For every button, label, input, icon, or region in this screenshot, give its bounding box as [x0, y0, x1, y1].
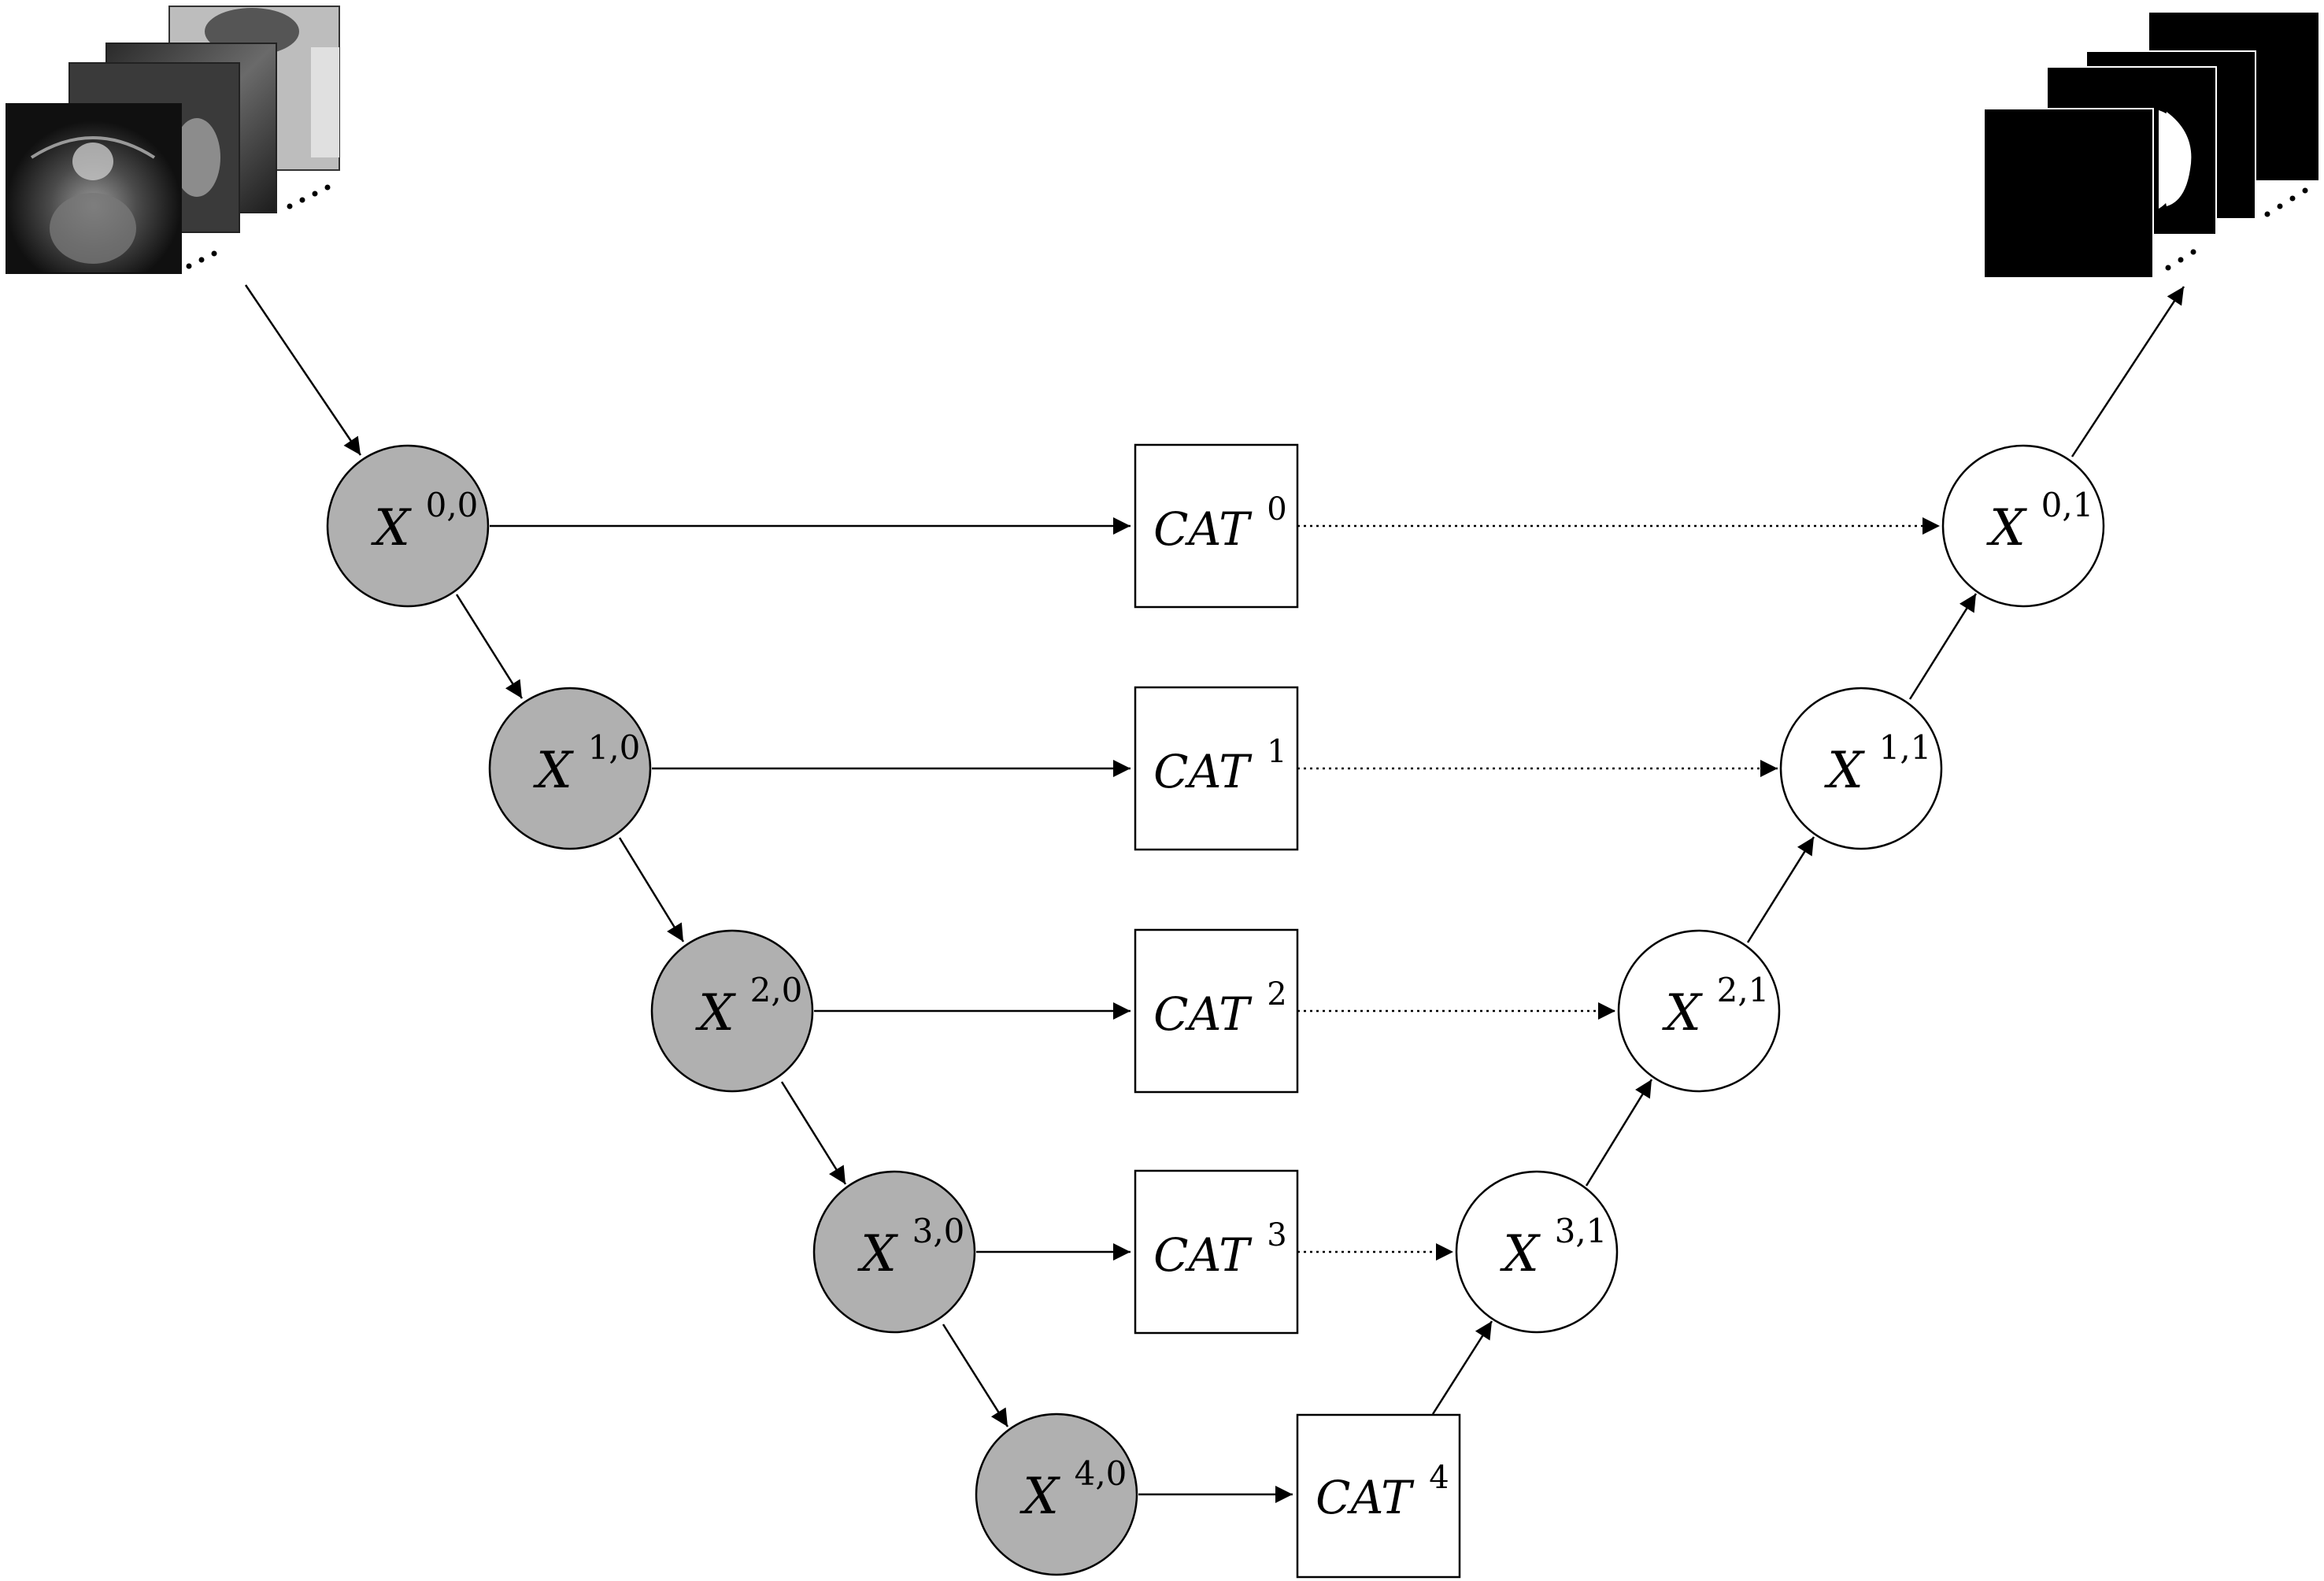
svg-text:X: X: [1985, 499, 2027, 557]
encoder-node-4: X 4,0: [975, 1413, 1138, 1576]
decoder-node-2: X 2,1: [1617, 929, 1781, 1093]
output-mask-stack: [1983, 13, 2318, 279]
cat-block-4: CAT 4: [1296, 1413, 1461, 1579]
svg-text:2: 2: [1267, 976, 1286, 1013]
svg-text:X: X: [370, 499, 412, 557]
dec-arrow-cat4-3: [1431, 1320, 1493, 1415]
svg-text:0,1: 0,1: [2041, 486, 2094, 524]
svg-text:1,1: 1,1: [1879, 728, 1932, 767]
encoder-node-2: X 2,0: [650, 929, 814, 1093]
input-arrow: [244, 284, 362, 456]
svg-text:X: X: [1661, 984, 1703, 1042]
svg-text:X: X: [1499, 1225, 1541, 1283]
svg-text:2,1: 2,1: [1717, 971, 1770, 1009]
dec-arrow-2-1: [1746, 836, 1815, 943]
svg-text:X: X: [694, 984, 736, 1042]
cat-block-0: CAT 0: [1134, 443, 1299, 609]
svg-text:CAT: CAT: [1153, 502, 1253, 556]
decoder-node-3: X 3,1: [1455, 1170, 1619, 1334]
svg-text:X: X: [1019, 1468, 1060, 1526]
svg-text:4,0: 4,0: [1075, 1454, 1127, 1493]
svg-text:3,0: 3,0: [912, 1212, 965, 1250]
svg-text:CAT: CAT: [1153, 745, 1253, 798]
svg-text:CAT: CAT: [1153, 1228, 1253, 1282]
output-arrow: [2071, 286, 2185, 457]
svg-text:4: 4: [1429, 1460, 1449, 1496]
svg-text:1,0: 1,0: [588, 728, 641, 767]
svg-text:CAT: CAT: [1153, 987, 1253, 1041]
enc-arrow-0-1: [455, 594, 524, 699]
encoder-node-0: X 0,0: [326, 444, 490, 608]
svg-text:3: 3: [1267, 1217, 1286, 1253]
enc-arrow-1-2: [618, 837, 685, 942]
encoder-node-1: X 1,0: [488, 687, 652, 850]
enc-arrow-3-4: [942, 1324, 1009, 1427]
input-image-stack: [6, 6, 340, 274]
dec-arrow-1-0: [1908, 593, 1978, 700]
svg-text:3,1: 3,1: [1555, 1212, 1608, 1250]
svg-text:X: X: [532, 742, 574, 800]
decoder-node-0: X 0,1: [1941, 444, 2105, 608]
dec-arrow-3-2: [1585, 1079, 1653, 1187]
svg-text:X: X: [857, 1225, 898, 1283]
cat-block-2: CAT 2: [1134, 928, 1299, 1094]
svg-text:0: 0: [1267, 491, 1286, 528]
decoder-node-1: X 1,1: [1779, 687, 1943, 850]
mask-slice-1: [1983, 108, 2154, 279]
encoder-node-3: X 3,0: [812, 1170, 976, 1334]
enc-arrow-2-3: [780, 1081, 847, 1185]
svg-text:0,0: 0,0: [426, 486, 479, 524]
svg-text:X: X: [1823, 742, 1865, 800]
svg-text:1: 1: [1267, 734, 1286, 770]
svg-text:2,0: 2,0: [750, 971, 803, 1009]
cat-block-3: CAT 3: [1134, 1169, 1299, 1335]
cat-block-1: CAT 1: [1134, 686, 1299, 851]
svg-text:CAT: CAT: [1316, 1471, 1415, 1524]
